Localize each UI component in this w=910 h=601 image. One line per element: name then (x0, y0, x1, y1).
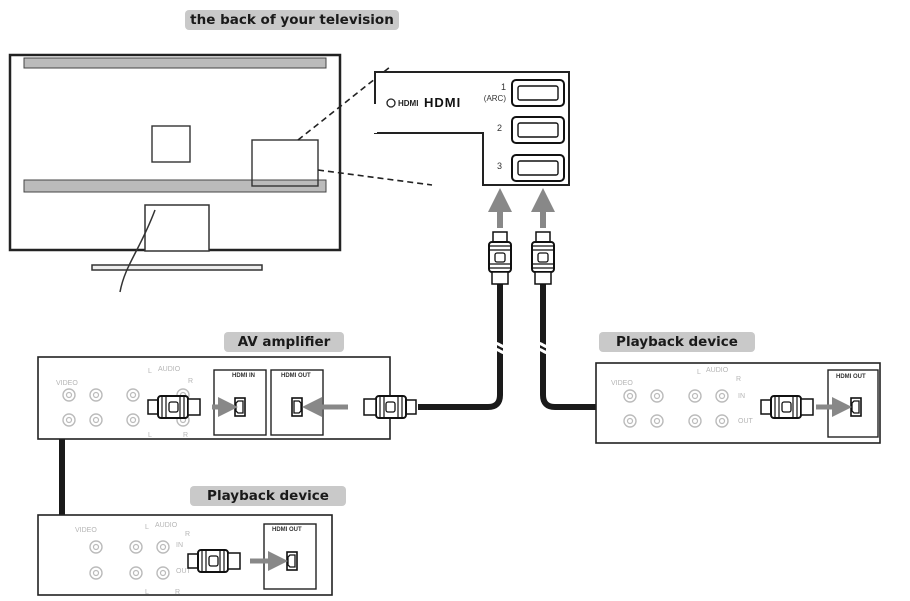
av-amplifier-label: AV amplifier (224, 332, 344, 352)
amp-hdmi-in-label: HDMI IN (232, 373, 255, 379)
hdmi-plug-tv-2 (531, 231, 555, 285)
cable-playback-to-tv (540, 280, 765, 410)
port-3-number: 3 (497, 161, 502, 171)
hdmi-plug-amp-out (363, 395, 417, 419)
pb-bottom-audio-label: AUDIO (155, 522, 178, 529)
port-2-number: 2 (497, 123, 502, 133)
hdmi-port-3[interactable]: 3 (497, 154, 565, 182)
av-amplifier-panel: VIDEO L AUDIO R L R HDMI IN HDMI OUT (37, 356, 391, 440)
port-1-number: 1 (501, 82, 506, 92)
pb-bottom-hdmi-out-jack[interactable] (286, 551, 298, 571)
hdmi-logo-small: HDMI (398, 99, 418, 108)
pb-bottom-r-label-bottom: R (175, 589, 180, 596)
amp-video-label: VIDEO (56, 380, 78, 387)
hdmi-plug-amp-in (147, 395, 201, 419)
amp-l-label-bottom: L (148, 432, 152, 439)
amp-hdmi-out-label: HDMI OUT (281, 373, 311, 379)
port-1-sub: (ARC) (484, 94, 507, 103)
pb-right-hdmi-out-label: HDMI OUT (836, 374, 866, 380)
amp-l-label: L (148, 368, 152, 375)
amp-hdmi-out-jack[interactable] (291, 397, 303, 417)
pb-right-out-label: OUT (738, 418, 754, 425)
playback-device-bottom-panel: VIDEO L AUDIO R IN OUT L R HDMI OUT (37, 514, 333, 596)
pb-bottom-r-label: R (185, 531, 190, 538)
pb-bottom-hdmi-out-label: HDMI OUT (272, 527, 302, 533)
pb-right-audio-label: AUDIO (706, 367, 729, 374)
tv-back-label: the back of your television (185, 10, 399, 30)
pb-bottom-l-label-bottom: L (145, 589, 149, 596)
hdmi-port-2[interactable]: 2 (497, 116, 565, 144)
pb-bottom-out-label: OUT (176, 568, 192, 575)
tv-back-illustration (8, 53, 342, 293)
pb-bottom-in-label: IN (176, 542, 183, 549)
cable-amp-to-tv (418, 280, 503, 410)
amp-r-label-bottom: R (183, 432, 188, 439)
hdmi-plug-tv-1 (488, 231, 512, 285)
hdmi-plug-playback-bottom (187, 549, 241, 573)
amp-r-label: R (188, 378, 193, 385)
pb-right-l-label: L (697, 369, 701, 376)
pb-right-r-label: R (736, 376, 741, 383)
pb-bottom-l-label: L (145, 524, 149, 531)
pb-right-hdmi-out-jack[interactable] (850, 397, 862, 417)
pb-bottom-video-label: VIDEO (75, 527, 97, 534)
hdmi-logo-large: HDMI (424, 95, 461, 110)
hdmi-port-1[interactable]: 1 (ARC) (484, 79, 565, 107)
amp-hdmi-in-jack[interactable] (234, 397, 246, 417)
hdmi-link-icon (386, 98, 396, 108)
pb-right-video-label: VIDEO (611, 380, 633, 387)
playback-device-right-label: Playback device (599, 332, 755, 352)
playback-device-bottom-label: Playback device (190, 486, 346, 506)
hdmi-plug-playback-right (760, 395, 814, 419)
playback-device-right-panel: VIDEO L AUDIO R IN OUT HDMI OUT (595, 362, 881, 444)
amp-audio-label: AUDIO (158, 366, 181, 373)
pb-right-in-label: IN (738, 393, 745, 400)
